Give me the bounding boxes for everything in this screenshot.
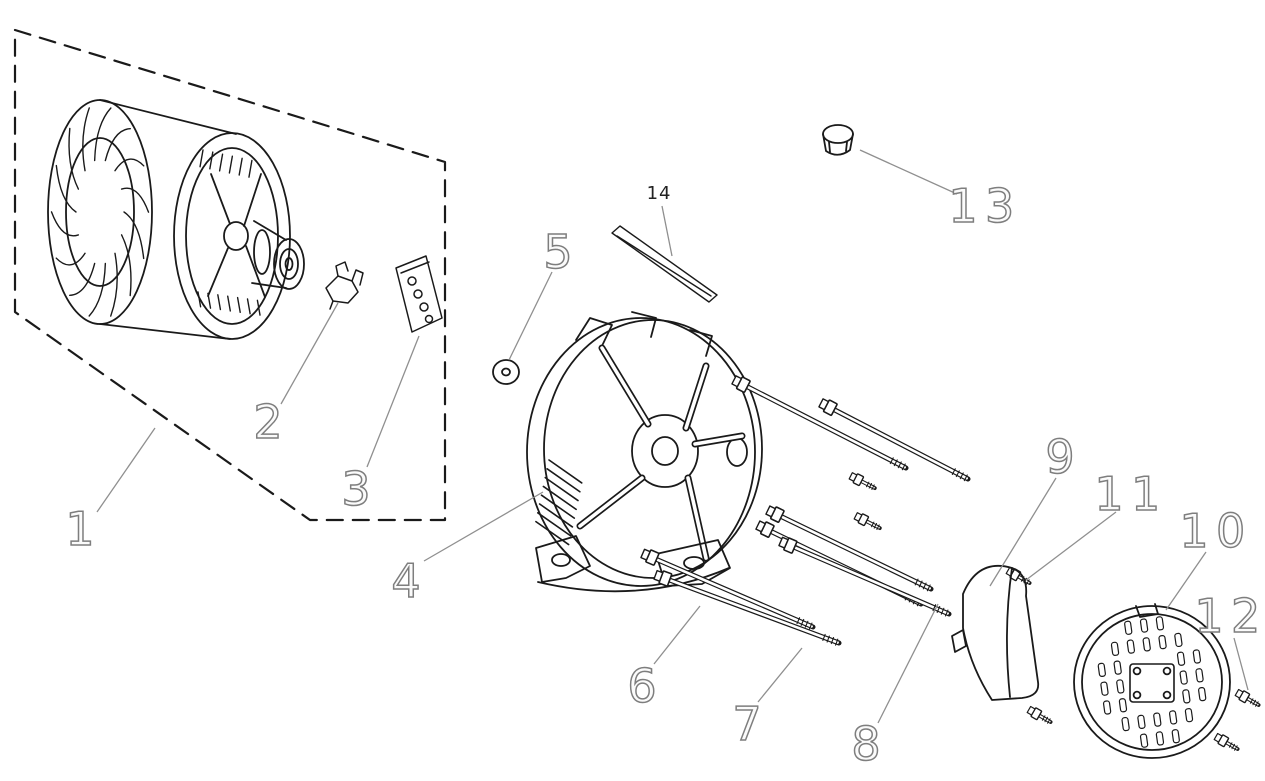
leader-13 — [859, 149, 958, 195]
leader-9 — [989, 477, 1057, 587]
part-label-2: 2 — [253, 395, 282, 449]
leader-lines — [96, 149, 1249, 724]
part-4-end-bracket — [526, 311, 763, 593]
bolt — [818, 398, 971, 482]
fan-blades — [50, 107, 150, 317]
part-10-end-cover — [1073, 603, 1231, 759]
leader-12 — [1233, 637, 1249, 691]
part-label-8: 8 — [851, 717, 880, 771]
bolt — [653, 569, 842, 646]
part-label-3: 3 — [341, 462, 370, 516]
part-14-bar — [611, 225, 718, 303]
part-label-6: 6 — [627, 659, 656, 713]
part-3-terminal-block — [395, 255, 443, 333]
bolt — [778, 536, 952, 617]
part-label-4: 4 — [391, 554, 420, 608]
part-label-7: 7 — [732, 697, 761, 751]
bolt — [640, 548, 816, 630]
part-5-washer — [492, 359, 520, 385]
leader-8 — [877, 603, 939, 724]
screw — [1026, 705, 1053, 724]
leader-5 — [508, 271, 553, 361]
vent-hatch — [535, 459, 583, 546]
screw — [1213, 732, 1240, 751]
part-label-11: 11 — [1094, 467, 1167, 521]
part-2-clip — [325, 261, 364, 310]
leader-7 — [757, 647, 803, 703]
leader-11 — [1025, 511, 1117, 581]
through-bolts — [640, 375, 971, 646]
screw — [853, 512, 882, 530]
part-label-12: 12 — [1194, 589, 1265, 643]
winding-hatch — [197, 291, 261, 316]
spokes — [576, 344, 746, 562]
leader-1 — [96, 427, 156, 513]
part-label-9: 9 — [1045, 430, 1074, 484]
bolt — [765, 505, 934, 592]
leader-10 — [1165, 551, 1207, 611]
part-label-1: 1 — [65, 502, 94, 556]
leader-2 — [280, 302, 339, 405]
screw — [848, 472, 877, 490]
leader-14 — [661, 205, 673, 257]
leader-3 — [366, 335, 420, 468]
part-label-10: 10 — [1179, 504, 1252, 558]
bolt — [731, 375, 909, 471]
leader-6 — [653, 605, 701, 665]
part-label-5: 5 — [543, 225, 572, 279]
leader-4 — [423, 491, 544, 562]
part-13-cap — [822, 124, 854, 156]
part-1-dashed-boundary — [13, 28, 447, 522]
part-number-labels: 1 2 3 4 5 6 7 8 9 10 11 12 13 14 — [65, 178, 1265, 772]
part-label-13: 13 — [948, 179, 1021, 233]
part-9-cover — [951, 564, 1040, 701]
winding-hatch — [199, 149, 253, 178]
part-1-rotor-assembly — [13, 28, 447, 522]
cover-vents — [1097, 616, 1207, 748]
screw — [1234, 688, 1261, 707]
part-label-14: 14 — [647, 183, 672, 204]
